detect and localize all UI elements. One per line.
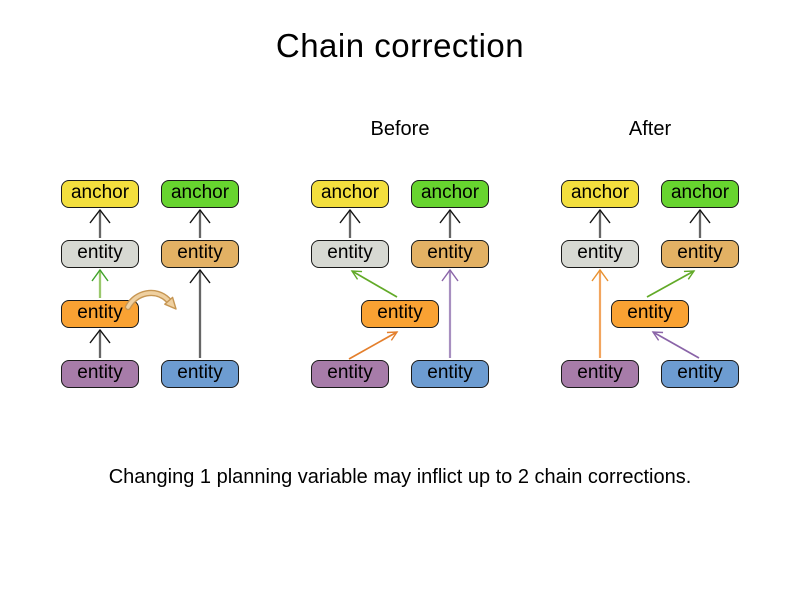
arrow-head	[591, 268, 609, 282]
before-blue-to-tan-arrow	[441, 268, 459, 358]
initial-gray-entity-box: entity	[61, 240, 139, 268]
arrow-head	[651, 331, 664, 341]
arrow-head	[350, 270, 363, 280]
initial-orange-entity-box: entity	[61, 300, 139, 328]
before-purple-entity-box: entity	[311, 360, 389, 388]
before-green-anchor-box: anchor	[411, 180, 489, 208]
initial-purple-entity-box: entity	[61, 360, 139, 388]
after-label: After	[628, 118, 672, 140]
before-blue-entity-box: entity	[411, 360, 489, 388]
arrow-head	[683, 270, 696, 280]
arrow-shaft	[652, 331, 700, 359]
before-tan-entity-box: entity	[411, 240, 489, 268]
after-orange-to-tan-arrow	[646, 270, 696, 298]
before-label: Before	[370, 118, 430, 140]
before-gray-entity-box: entity	[311, 240, 389, 268]
arrow-head	[386, 331, 399, 341]
after-tan-to-anchor-arrow	[689, 208, 711, 238]
page-title: Chain correction	[275, 27, 525, 64]
after-yellow-anchor-box: anchor	[561, 180, 639, 208]
before-purple-to-orange-arrow	[348, 331, 399, 360]
initial-tan-entity-box: entity	[161, 240, 239, 268]
before-orange-to-gray-arrow	[350, 270, 398, 298]
initial-blue-entity-box: entity	[161, 360, 239, 388]
after-blue-entity-box: entity	[661, 360, 739, 388]
arrow-head	[441, 268, 459, 282]
arrow-shaft	[351, 270, 398, 298]
initial-tan-to-anchor-arrow	[189, 208, 211, 238]
arrow-head	[189, 208, 211, 224]
after-purple-to-gray-arrow	[591, 268, 609, 358]
arrow-shaft	[348, 331, 398, 360]
before-tan-to-anchor-arrow	[439, 208, 461, 238]
before-orange-entity-box: entity	[361, 300, 439, 328]
initial-purple-to-orange-arrow	[89, 328, 111, 358]
after-green-anchor-box: anchor	[661, 180, 739, 208]
arrow-head	[89, 208, 111, 224]
arrow-head	[589, 208, 611, 224]
after-purple-entity-box: entity	[561, 360, 639, 388]
arrow-head	[689, 208, 711, 224]
arrow-head	[89, 328, 111, 344]
before-yellow-anchor-box: anchor	[311, 180, 389, 208]
arrow-head	[439, 208, 461, 224]
initial-yellow-anchor-box: anchor	[61, 180, 139, 208]
initial-gray-to-anchor-arrow	[89, 208, 111, 238]
initial-green-anchor-box: anchor	[161, 180, 239, 208]
before-gray-to-anchor-arrow	[339, 208, 361, 238]
arrow-shaft	[646, 270, 695, 298]
arrow-head	[339, 208, 361, 224]
after-gray-to-anchor-arrow	[589, 208, 611, 238]
after-tan-entity-box: entity	[661, 240, 739, 268]
arrow-head	[91, 268, 109, 282]
after-orange-entity-box: entity	[611, 300, 689, 328]
initial-orange-to-gray-arrow	[91, 268, 109, 298]
move-arrow-head	[164, 296, 177, 310]
initial-blue-to-tan-arrow	[189, 268, 211, 358]
caption: Changing 1 planning variable may inflict…	[108, 466, 692, 488]
arrow-head	[189, 268, 211, 284]
after-blue-to-orange-arrow	[651, 331, 700, 359]
after-gray-entity-box: entity	[561, 240, 639, 268]
